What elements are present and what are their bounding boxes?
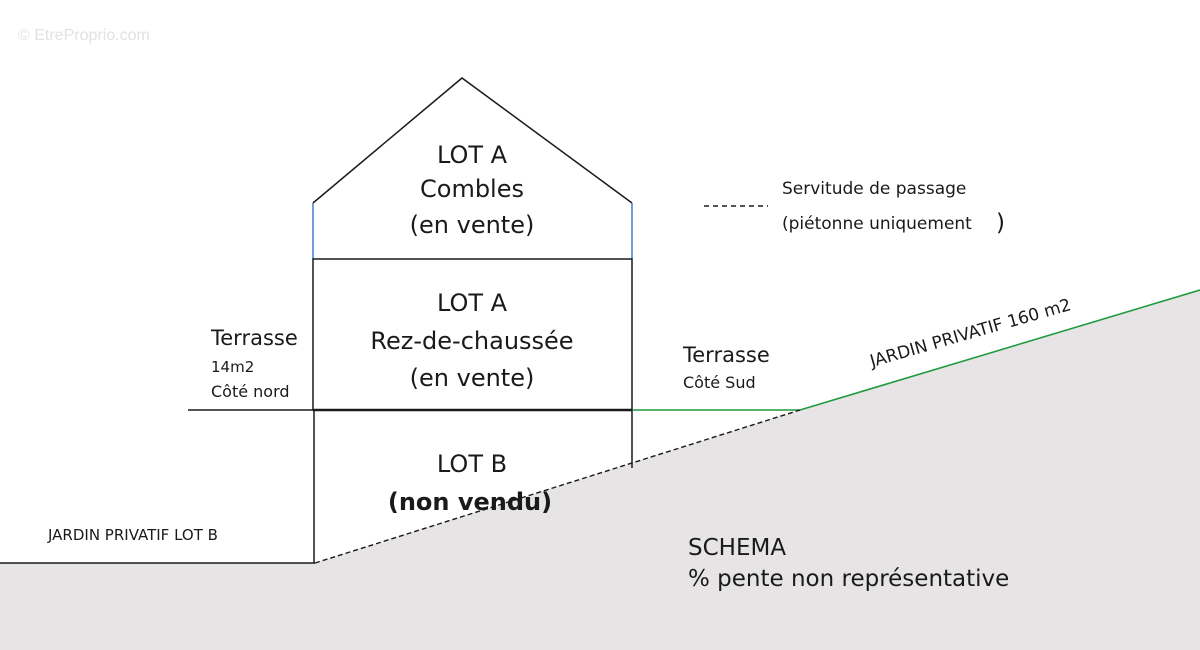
terrasse-sud-title: Terrasse <box>682 343 770 367</box>
schema-note: % pente non représentative <box>688 566 1009 592</box>
terrasse-nord-title: Terrasse <box>210 326 298 350</box>
legend-pietonne: (piétonne uniquement <box>782 214 972 234</box>
lot-b-status: (non vendu) <box>388 488 552 516</box>
combles-status: (en vente) <box>410 211 535 239</box>
schema-title: SCHEMA <box>688 535 786 561</box>
rdc-status: (en vente) <box>410 364 535 392</box>
legend-servitude: Servitude de passage <box>782 179 966 199</box>
servitude-path <box>314 409 801 564</box>
combles-label: Combles <box>420 175 524 203</box>
jardin-privatif-b-label: JARDIN PRIVATIF LOT B <box>47 526 218 544</box>
roof <box>312 77 633 204</box>
lot-a-rdc-label: LOT A <box>437 289 508 317</box>
lot-b-label: LOT B <box>437 450 507 478</box>
terrasse-sud-side: Côté Sud <box>683 373 756 392</box>
terrasse-nord-side: Côté nord <box>211 382 290 401</box>
rdc-label: Rez-de-chaussée <box>370 327 573 355</box>
terrasse-nord-area: 14m2 <box>211 358 254 376</box>
watermark: © EtreProprio.com <box>18 27 150 44</box>
legend-close-paren: ) <box>996 210 1005 236</box>
lot-a-combles-label: LOT A <box>437 141 508 169</box>
